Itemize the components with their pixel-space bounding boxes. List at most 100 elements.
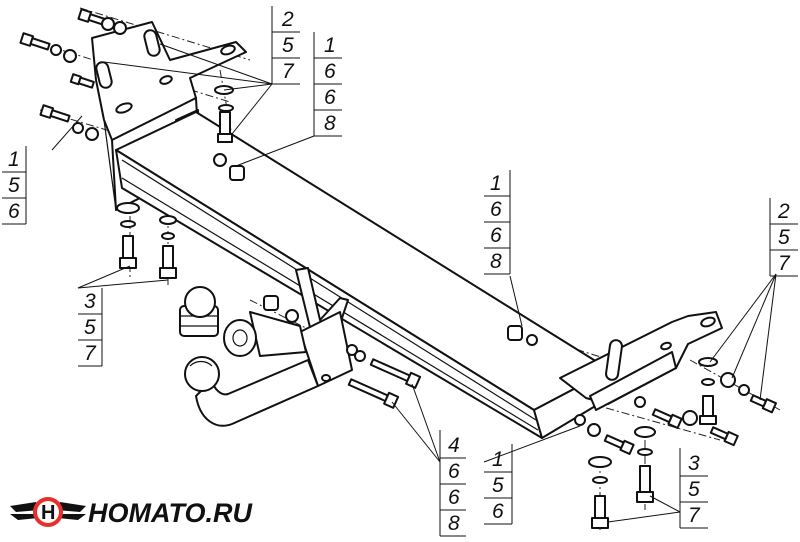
- callout-label: 5: [282, 34, 294, 57]
- callout-label: 2: [281, 8, 294, 31]
- callout-bottom-mid: 1 5 6: [484, 444, 513, 525]
- nut: [507, 325, 523, 341]
- callout-label: 1: [492, 448, 504, 471]
- bolt: [709, 426, 739, 447]
- bolt: [702, 395, 714, 419]
- callout-label: 7: [84, 342, 97, 365]
- bolt: [219, 111, 231, 137]
- callout-label: 6: [448, 486, 460, 509]
- bolt: [594, 495, 606, 521]
- brand-logo: H HOMATO.RU: [10, 497, 253, 528]
- logo-text: HOMATO.RU: [88, 498, 253, 528]
- bolt: [603, 434, 635, 455]
- callout-label: 6: [490, 224, 502, 247]
- callout-label: 3: [688, 452, 700, 475]
- bolt-head: [591, 517, 609, 529]
- washer: [588, 456, 612, 468]
- bolt-head: [119, 257, 137, 269]
- washer: [634, 396, 646, 408]
- washer: [701, 378, 715, 386]
- leader-lines: [51, 43, 777, 523]
- callout-label: 1: [8, 148, 20, 171]
- callout-label: 5: [492, 474, 504, 497]
- callout-label: 6: [490, 198, 502, 221]
- callout-left: 1 5 6: [2, 146, 27, 225]
- washer: [116, 202, 140, 214]
- bolt: [162, 245, 174, 271]
- callout-label: 7: [688, 504, 701, 527]
- washer: [161, 232, 175, 240]
- washer: [346, 344, 358, 356]
- washer: [587, 423, 601, 437]
- svg-text:H: H: [41, 502, 55, 524]
- callout-label: 1: [490, 172, 502, 195]
- washer: [218, 104, 234, 112]
- washer: [637, 448, 653, 456]
- callout-label: 4: [448, 434, 460, 457]
- callout-left-lower: 3 5 7: [78, 288, 103, 367]
- callout-label: 5: [688, 478, 700, 501]
- callout-top-left: 2 5 7: [271, 6, 300, 85]
- washer: [72, 122, 84, 134]
- nut: [229, 165, 245, 181]
- bolt: [39, 104, 71, 123]
- callout-right: 2 5 7: [769, 198, 798, 277]
- callout-label: 6: [492, 500, 504, 523]
- bolt-head: [699, 415, 717, 425]
- washer: [285, 309, 299, 323]
- washer: [634, 426, 656, 438]
- washer: [63, 49, 77, 63]
- callout-label: 7: [778, 252, 791, 275]
- callout-label: 3: [84, 290, 96, 313]
- washer: [720, 372, 736, 388]
- callout-label: 6: [448, 460, 460, 483]
- callout-bottom-center: 4 6 6 8: [439, 430, 466, 537]
- callout-label: 5: [8, 174, 20, 197]
- callout-label: 1: [324, 34, 336, 57]
- bolt: [639, 465, 651, 495]
- washer: [85, 127, 99, 141]
- bolt: [749, 394, 777, 414]
- callout-center: 1 6 6 8: [484, 170, 511, 275]
- washer: [159, 215, 177, 225]
- washer: [738, 384, 750, 396]
- bolt: [69, 73, 95, 89]
- callout-label: 6: [8, 200, 20, 223]
- main-cross-beam: [115, 111, 613, 439]
- washer: [682, 410, 698, 426]
- callout-label: 8: [324, 112, 336, 135]
- washer: [574, 414, 586, 426]
- callout-bottom-right: 3 5 7: [679, 448, 708, 529]
- washer: [526, 334, 538, 346]
- nut: [213, 153, 227, 167]
- bolt-head: [636, 491, 654, 503]
- callout-label: 2: [777, 200, 790, 223]
- washer: [120, 220, 136, 228]
- callout-label: 8: [490, 250, 502, 273]
- washer: [50, 44, 62, 56]
- callout-top-mid: 1 6 6 8: [313, 32, 342, 137]
- callout-label: 6: [324, 86, 336, 109]
- callout-label: 8: [448, 512, 460, 535]
- long-bolt: [369, 358, 422, 389]
- callout-label: 5: [778, 226, 790, 249]
- washer: [354, 350, 366, 362]
- bolt: [122, 235, 134, 261]
- bolt: [19, 32, 51, 51]
- washer: [592, 476, 608, 484]
- callout-label: 6: [324, 60, 336, 83]
- winged-h-icon: H: [10, 497, 86, 527]
- tow-hitch-assembly: [179, 267, 353, 427]
- washer: [698, 357, 718, 367]
- long-bolt: [347, 378, 400, 409]
- washer: [113, 21, 127, 35]
- washer: [101, 17, 115, 31]
- bolt-head: [159, 267, 177, 279]
- bolt-head: [217, 133, 233, 143]
- bolt: [651, 408, 683, 429]
- callout-label: 7: [282, 60, 295, 83]
- callout-label: 5: [84, 316, 96, 339]
- nut: [263, 295, 279, 311]
- right-mounting-bracket: [559, 311, 723, 411]
